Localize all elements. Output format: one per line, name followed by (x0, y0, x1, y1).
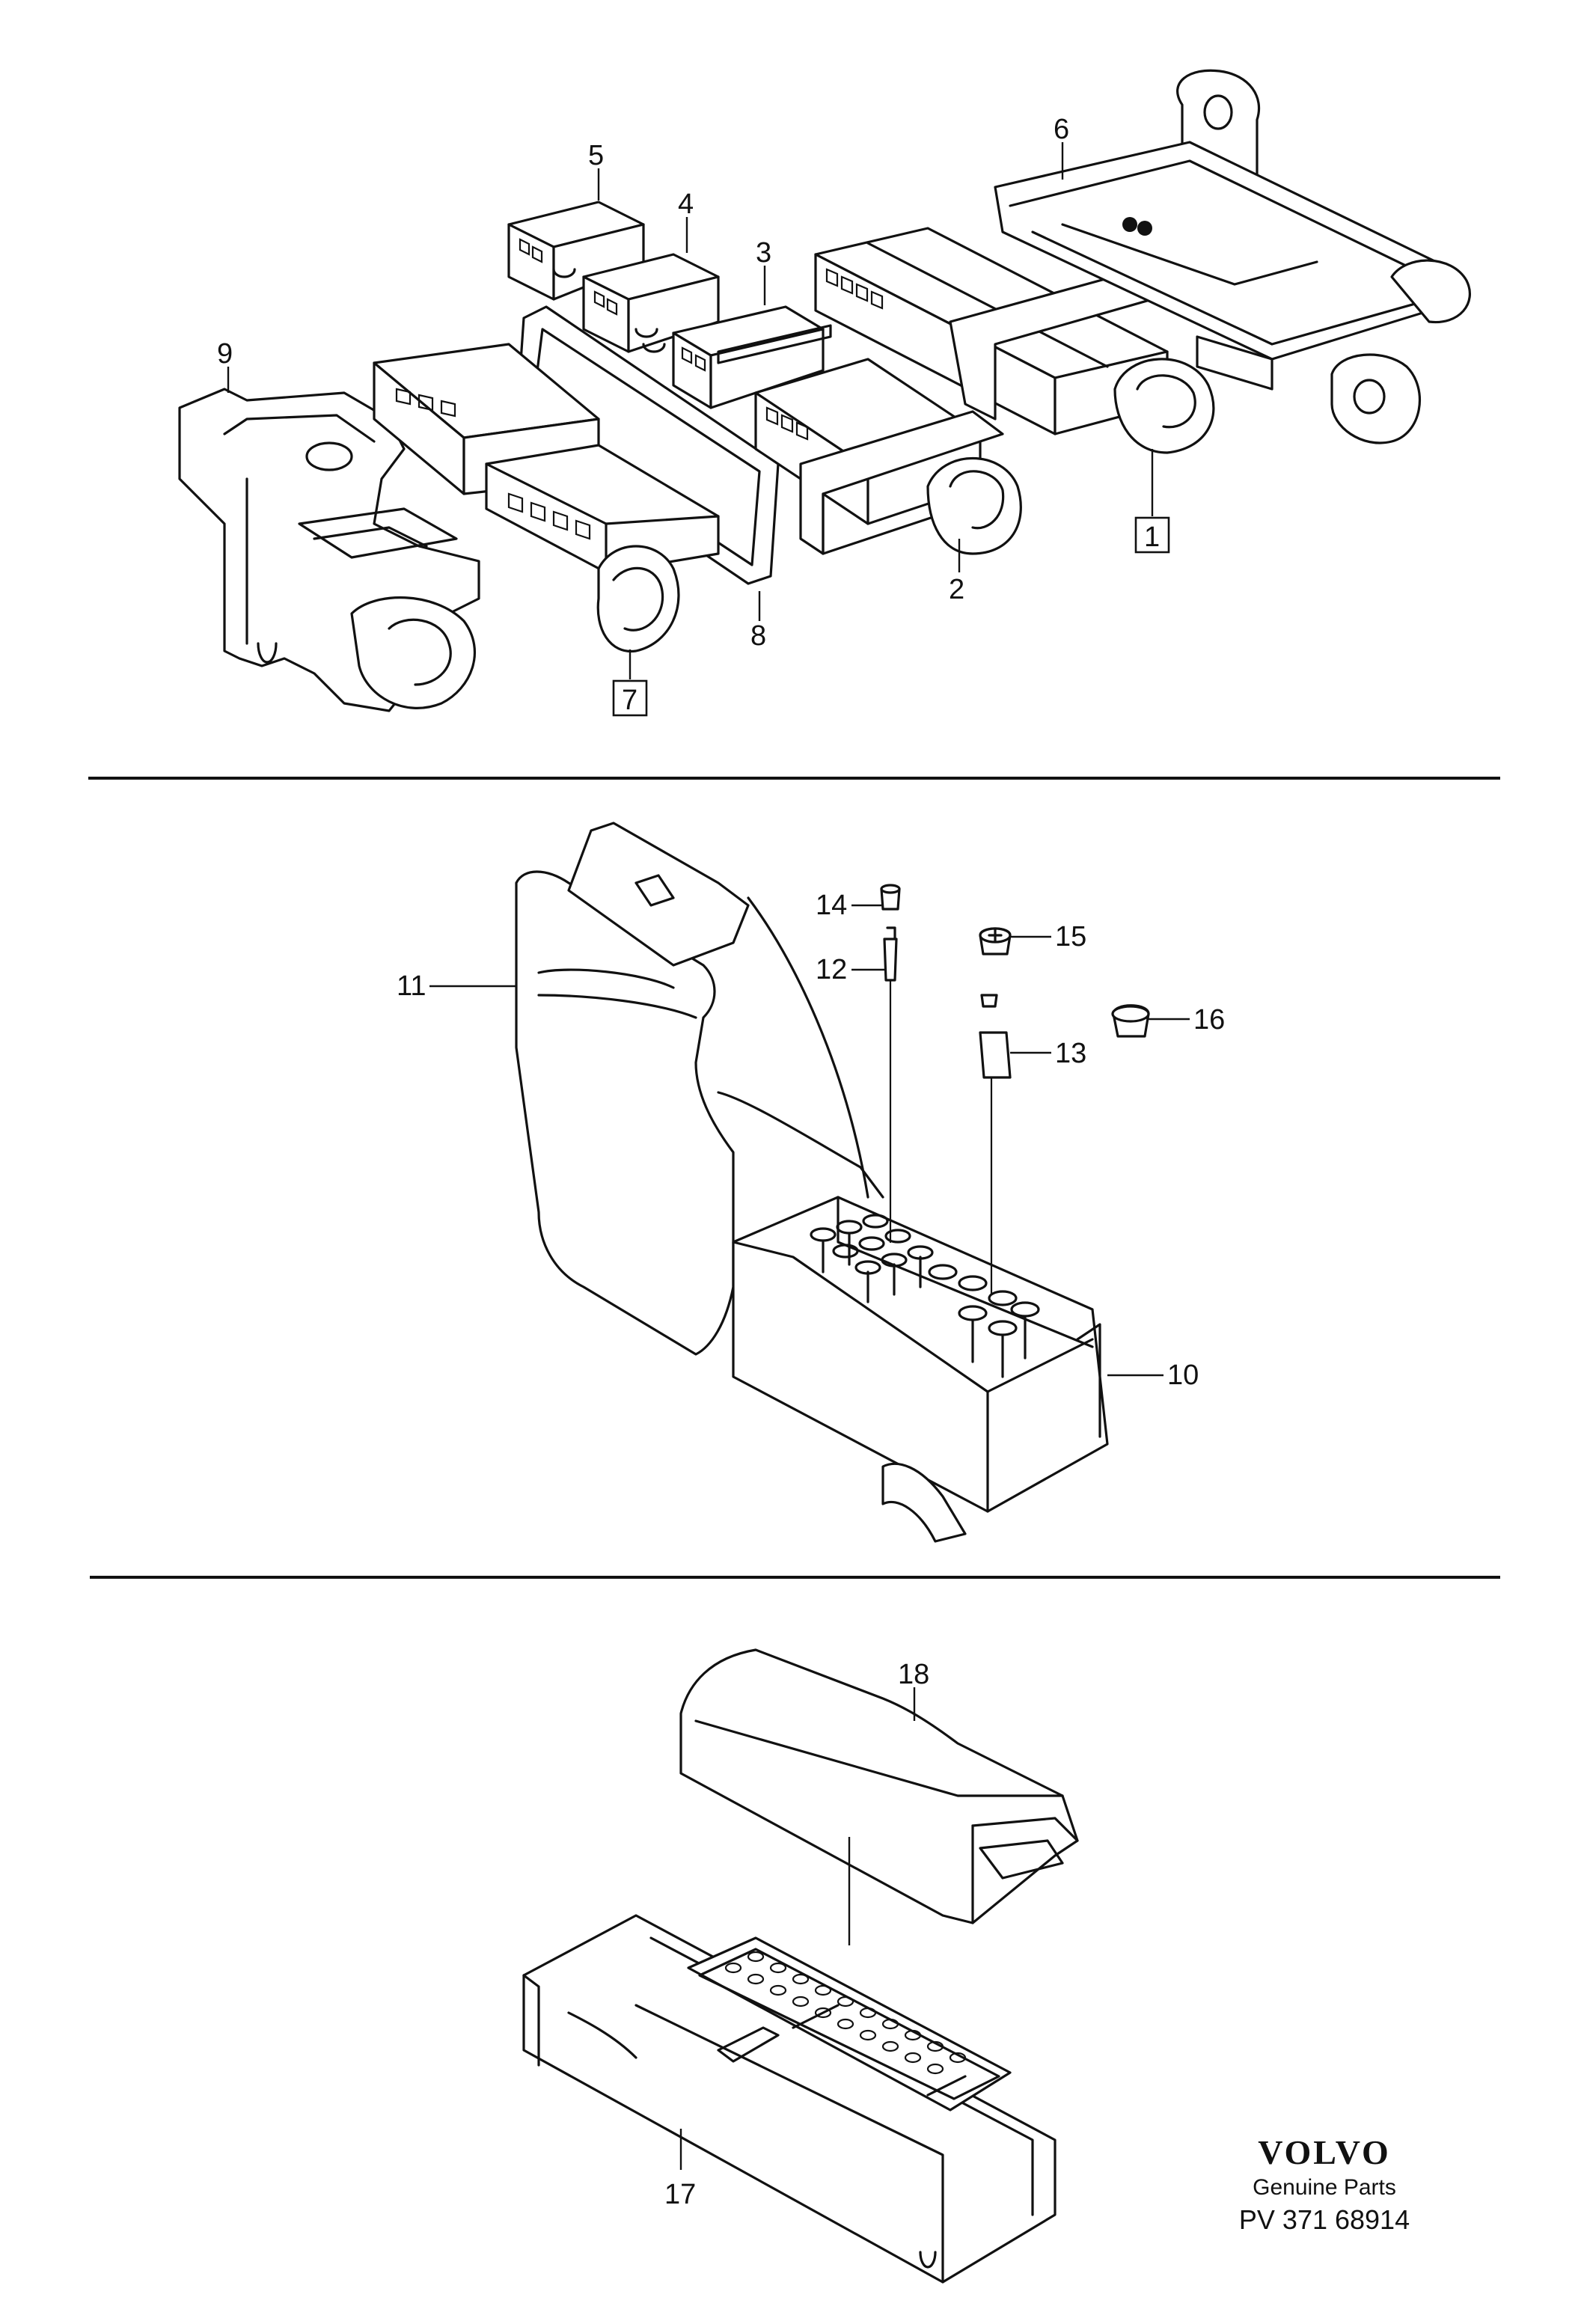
part-7-connector (373, 343, 720, 652)
leaders-section-2 (429, 904, 1190, 1377)
label-part-7: 7 (622, 685, 637, 716)
part-3-connector (672, 305, 832, 409)
label-part-4: 4 (678, 189, 694, 220)
label-part-18: 18 (898, 1659, 929, 1690)
label-part-14: 14 (816, 890, 847, 921)
label-part-9: 9 (217, 338, 233, 370)
label-part-12: 12 (816, 954, 847, 985)
label-part-13: 13 (1055, 1038, 1086, 1069)
part-11-cover (515, 822, 750, 1356)
box-part-7 (612, 679, 648, 717)
brand-block: VOLVO Genuine Parts PV 371 68914 (1212, 2132, 1437, 2237)
label-part-2: 2 (949, 574, 964, 605)
part-15-cap (979, 927, 1012, 955)
label-part-8: 8 (750, 620, 766, 652)
label-part-10: 10 (1167, 1360, 1199, 1391)
fuse-sockets (810, 1214, 1040, 1378)
label-part-17: 17 (664, 2179, 696, 2210)
label-part-15: 15 (1055, 921, 1086, 952)
box-part-1 (1134, 516, 1170, 554)
part-14-cap (880, 884, 901, 911)
part-2-connector (754, 358, 1022, 555)
callouts-section-3: 18 17 (664, 1659, 929, 2210)
part-1-connector (814, 227, 1215, 454)
section-connectors: 5 4 3 6 9 2 8 7 1 (178, 69, 1471, 717)
volvo-logo: VOLVO (1258, 2133, 1391, 2171)
section-cover-base: 18 17 (522, 1648, 1079, 2284)
label-part-11: 11 (397, 970, 426, 1002)
illustration-code: PV 371 68914 (1238, 2204, 1410, 2235)
label-part-5: 5 (588, 140, 604, 171)
part-16-plug (1111, 1004, 1150, 1038)
part-9-bracket (178, 388, 480, 712)
part-10-housing (717, 896, 1109, 1543)
label-part-16: 16 (1193, 1004, 1225, 1036)
base-terminal-holes (724, 1951, 967, 2075)
section-housing: 11 14 12 15 13 16 10 (397, 822, 1225, 1543)
part-4-connector (582, 253, 720, 353)
leaders-section-1 (227, 142, 1154, 679)
part-5-connector (507, 201, 645, 301)
brand-subtitle: Genuine Parts (1253, 2175, 1396, 2200)
part-17-base (522, 1914, 1057, 2284)
callouts-section-2: 11 14 12 15 13 16 10 (397, 890, 1225, 1391)
part-12-terminal (883, 926, 898, 1244)
part-6-holder (994, 69, 1471, 444)
leaders-section-3 (679, 1687, 916, 2170)
part-13-terminal (979, 994, 1012, 1296)
label-part-3: 3 (756, 237, 771, 269)
label-part-1: 1 (1144, 522, 1160, 553)
part-18-cover (679, 1648, 1079, 1924)
label-part-6: 6 (1054, 114, 1069, 145)
callouts-section-1: 5 4 3 6 9 2 8 7 1 (217, 114, 1170, 717)
